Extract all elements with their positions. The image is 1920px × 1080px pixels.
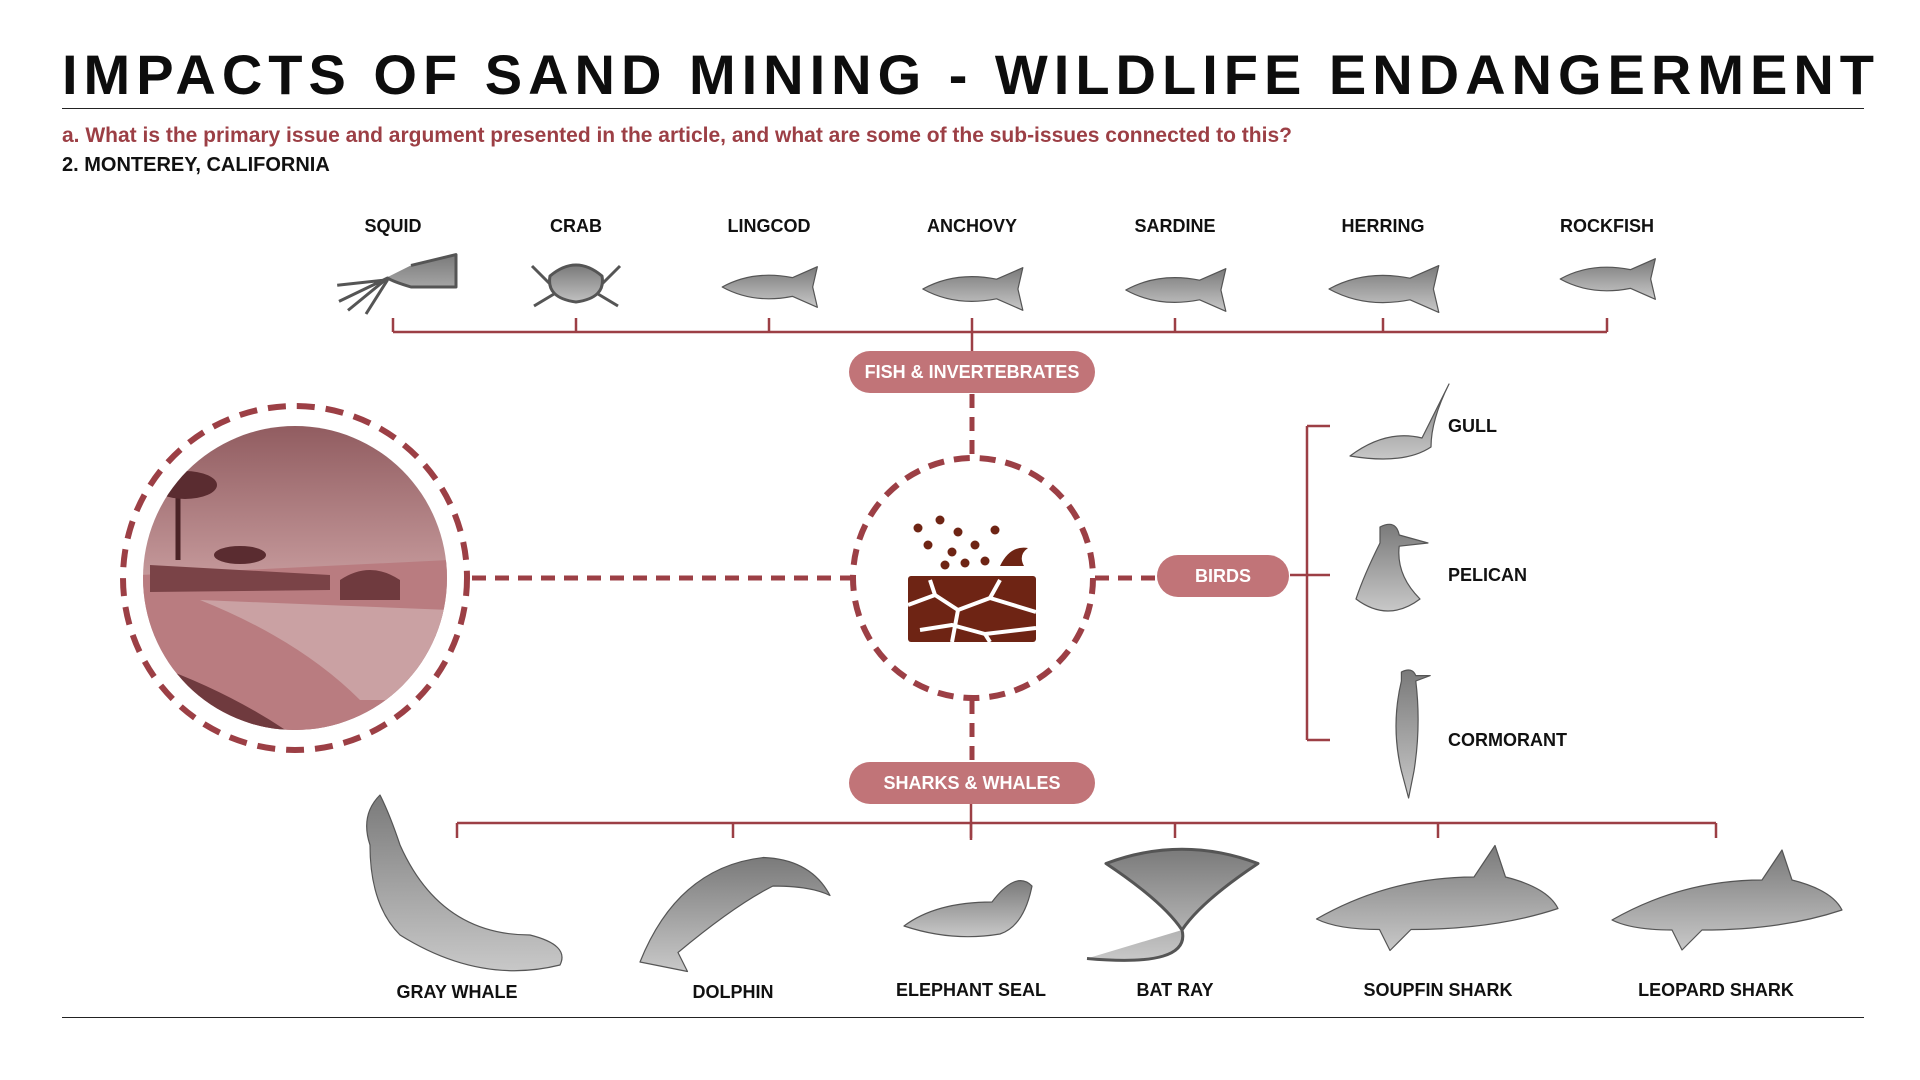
category-label: FISH & INVERTEBRATES (865, 362, 1080, 382)
species-label: CRAB (550, 216, 602, 236)
category-label: SHARKS & WHALES (883, 773, 1060, 793)
species-pelican: PELICAN (1355, 523, 1527, 612)
page-title: IMPACTS OF SAND MINING - WILDLIFE ENDANG… (62, 43, 1880, 106)
squid-image (337, 253, 458, 315)
species-gull: GULL (1349, 383, 1497, 460)
species-label: GRAY WHALE (396, 982, 517, 1002)
category-birds: BIRDS (1157, 555, 1289, 597)
species-label: SOUPFIN SHARK (1363, 980, 1512, 1000)
lingcod-image (721, 266, 818, 308)
species-cormorant: CORMORANT (1395, 669, 1567, 799)
species-leopard-shark: LEOPARD SHARK (1611, 849, 1843, 1000)
species-lingcod: LINGCOD (721, 216, 818, 308)
soupfin-shark-image (1315, 844, 1559, 952)
species-bat-ray: BAT RAY (1086, 847, 1260, 1000)
title-divider (62, 108, 1864, 109)
herring-image (1328, 265, 1440, 313)
species-label: LEOPARD SHARK (1638, 980, 1794, 1000)
category-pill-bg (849, 762, 1095, 804)
species-herring: HERRING (1328, 216, 1440, 313)
leopard-shark-image (1611, 849, 1843, 951)
species-rockfish: ROCKFISH (1559, 216, 1656, 300)
species-label: GULL (1448, 416, 1497, 436)
gull-image (1349, 383, 1450, 460)
anchovy-image (922, 267, 1024, 311)
species-label: HERRING (1341, 216, 1424, 236)
elephant-seal-image (903, 880, 1033, 938)
species-label: SARDINE (1134, 216, 1215, 236)
species-anchovy: ANCHOVY (922, 216, 1024, 311)
species-label: SQUID (364, 216, 421, 236)
species-label: PELICAN (1448, 565, 1527, 585)
crab-image (530, 263, 622, 308)
species-soupfin-shark: SOUPFIN SHARK (1315, 844, 1559, 1000)
sand-mining-icon (850, 455, 1096, 701)
species-label: ELEPHANT SEAL (896, 980, 1046, 1000)
cormorant-image (1395, 669, 1431, 799)
category-fish-and-invertebrates: FISH & INVERTEBRATES (849, 351, 1095, 393)
species-crab: CRAB (530, 216, 622, 308)
species-sardine: SARDINE (1125, 216, 1227, 312)
sardine-image (1125, 268, 1227, 312)
species-elephant-seal: ELEPHANT SEAL (896, 880, 1046, 1000)
species-label: ROCKFISH (1560, 216, 1654, 236)
species-label: BAT RAY (1136, 980, 1213, 1000)
category-pill-bg (849, 351, 1095, 393)
species-squid: SQUID (337, 216, 458, 315)
species-label: ANCHOVY (927, 216, 1017, 236)
species-label: CORMORANT (1448, 730, 1567, 750)
pelican-image (1355, 523, 1429, 612)
species-label: DOLPHIN (693, 982, 774, 1002)
rockfish-image (1559, 258, 1656, 300)
category-label: BIRDS (1195, 566, 1251, 586)
category-pill-bg (1157, 555, 1289, 597)
species-label: LINGCOD (728, 216, 811, 236)
guiding-question: a. What is the primary issue and argumen… (62, 124, 1292, 147)
gray-whale-image (366, 794, 563, 972)
connector-lines (391, 318, 1718, 840)
category-sharks-and-whales: SHARKS & WHALES (849, 762, 1095, 804)
dolphin-image (639, 856, 831, 973)
location-photo (120, 403, 470, 753)
bat-ray-image (1086, 847, 1260, 962)
location-heading: 2. MONTEREY, CALIFORNIA (62, 154, 330, 176)
bottom-divider (62, 1017, 1864, 1018)
species-gray-whale: GRAY WHALE (366, 794, 563, 1002)
species-dolphin: DOLPHIN (639, 856, 831, 1002)
